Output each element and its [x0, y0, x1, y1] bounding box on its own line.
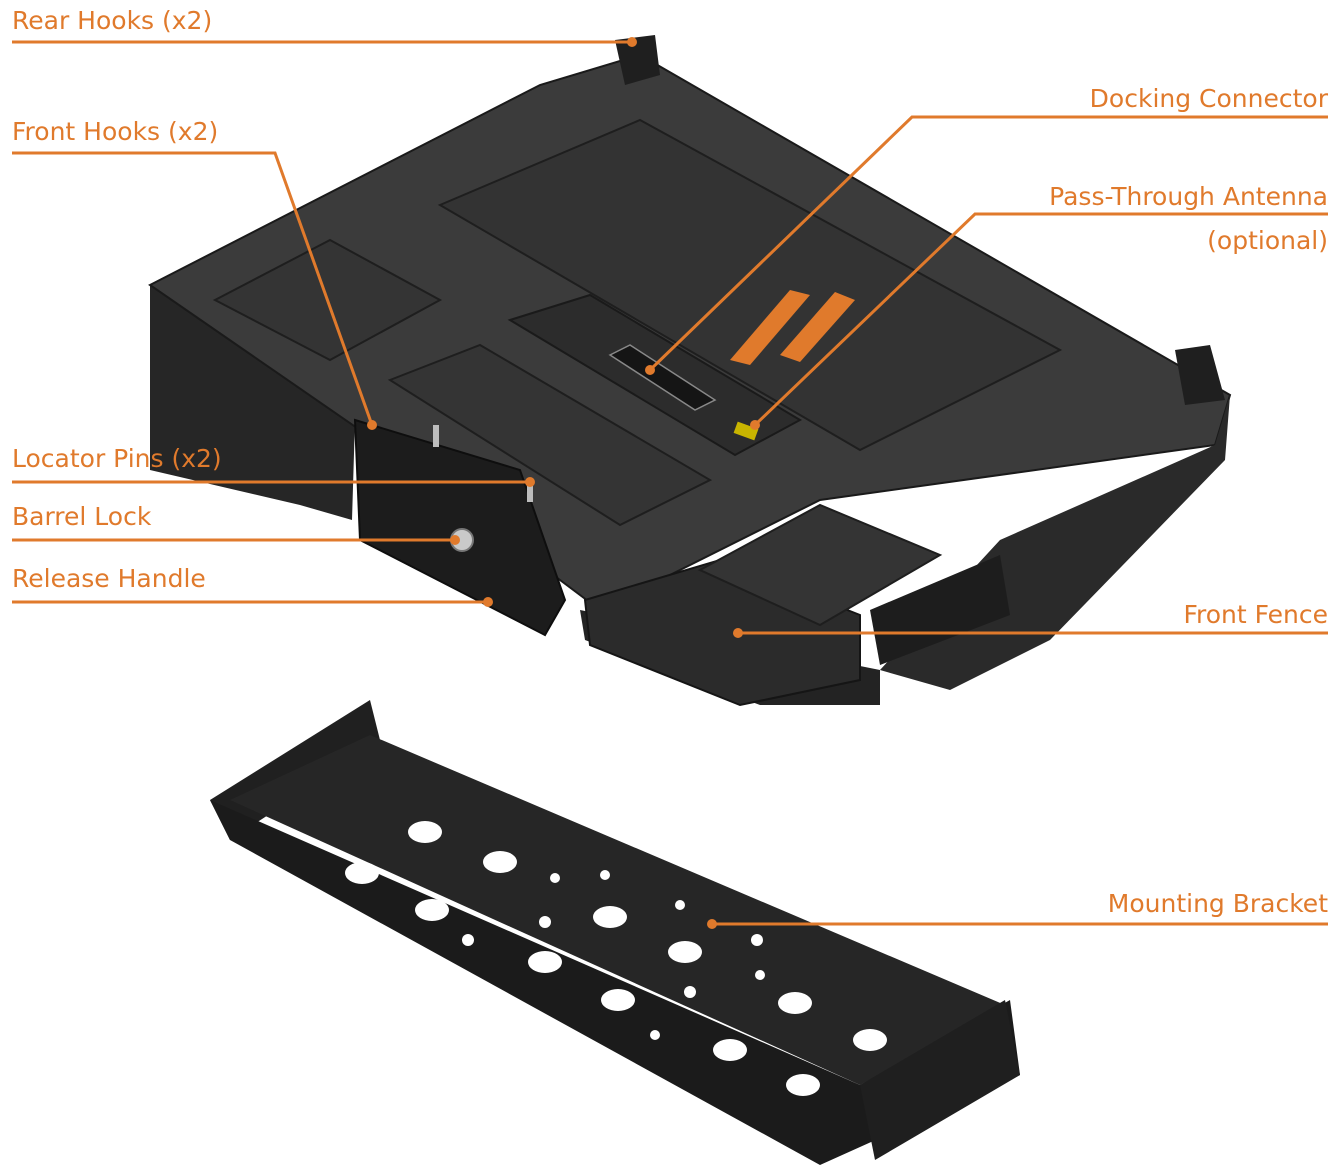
antenna-connector [733, 421, 759, 441]
bracket-holes [345, 821, 887, 1096]
dock-front-pad [387, 343, 713, 527]
label-front-hooks: Front Hooks (x2) [12, 117, 219, 146]
rear-hook-right [1175, 345, 1225, 405]
mounting-bracket [210, 700, 1020, 1165]
docking-connector [608, 344, 717, 411]
label-antenna-line2: (optional) [1207, 226, 1328, 255]
orange-pad-2 [780, 292, 855, 362]
leader-lines [12, 40, 1328, 926]
leader-docking-connector [648, 115, 1328, 372]
label-mounting-bracket: Mounting Bracket [1107, 889, 1328, 918]
orange-pad-1 [730, 290, 810, 365]
label-front-fence: Front Fence [1183, 600, 1328, 629]
leader-front-hooks [12, 151, 374, 426]
label-rear-hooks: Rear Hooks (x2) [12, 6, 213, 35]
label-release-handle: Release Handle [12, 564, 206, 593]
dock-front-right-pad [697, 503, 943, 627]
dock-inner-panel [437, 118, 1063, 452]
rear-hook-left [615, 35, 660, 85]
leader-antenna [753, 212, 1328, 427]
label-locator-pins: Locator Pins (x2) [12, 444, 222, 473]
label-docking-connector: Docking Connector [1089, 84, 1328, 113]
latch-mechanism [353, 418, 567, 637]
label-barrel-lock: Barrel Lock [12, 502, 152, 531]
side-latch [870, 555, 1010, 665]
locator-pin-left [433, 425, 439, 447]
docking-station [148, 35, 1232, 707]
leader-dots [367, 37, 760, 929]
bracket-base [210, 800, 1020, 1165]
locator-pin-right [527, 478, 533, 502]
label-antenna-line1: Pass-Through Antenna [1049, 182, 1328, 211]
dock-left-wall [150, 262, 355, 520]
bracket-right-flange [860, 1000, 1020, 1160]
